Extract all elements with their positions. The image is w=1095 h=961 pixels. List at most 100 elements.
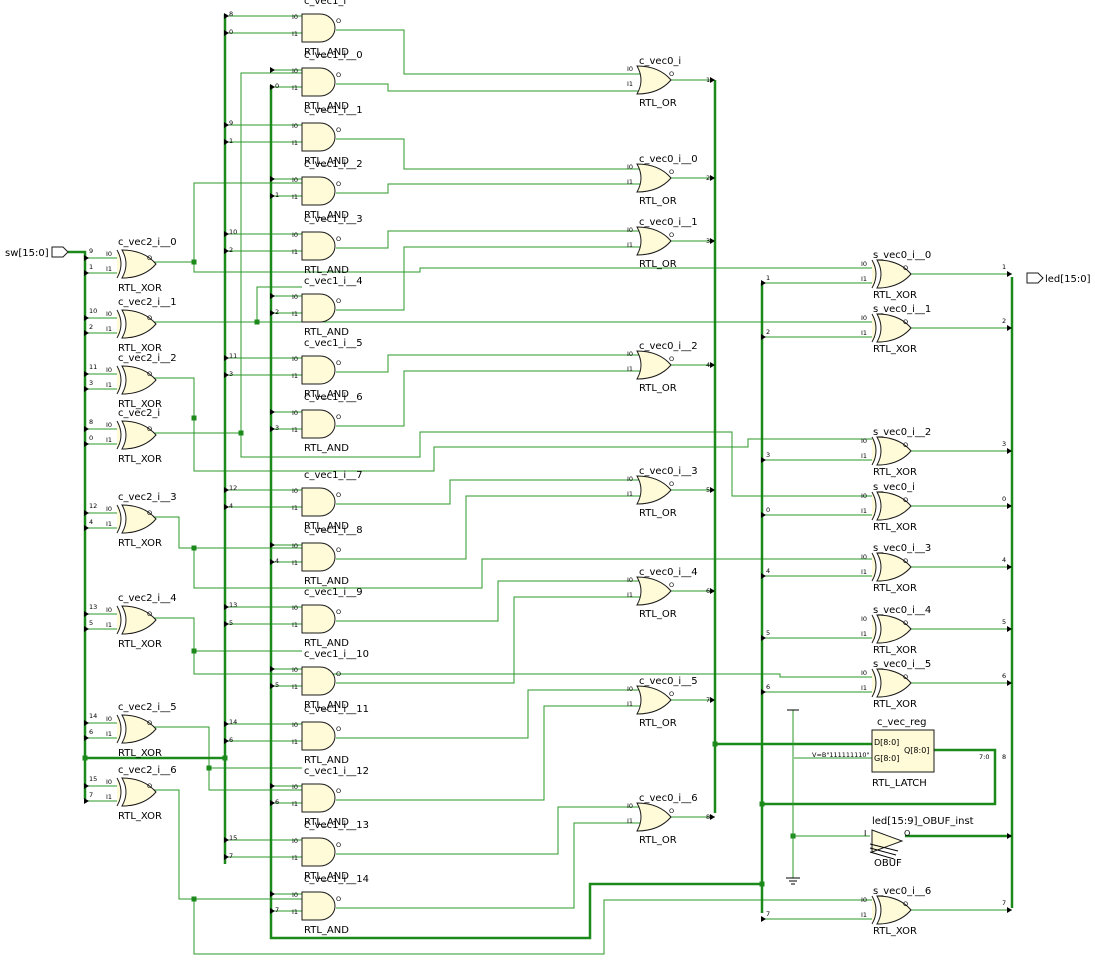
bus-bit-a: 14 <box>229 718 237 726</box>
pin-i0: I0 <box>292 13 298 21</box>
input-port-sw[interactable]: sw[15:0] <box>5 246 69 259</box>
pin-o: O <box>336 71 341 79</box>
pin-i1: I1 <box>292 193 298 201</box>
pin-i1: I1 <box>861 507 867 515</box>
obuf-i-pin: I <box>864 829 866 838</box>
gate-name: s_vec0_i__1 <box>873 304 931 315</box>
bus-bit-in: 0 <box>766 506 770 514</box>
pin-o: O <box>147 314 152 322</box>
gate-type: RTL_AND <box>304 265 349 276</box>
pin-i0: I0 <box>627 685 633 693</box>
pin-i1: I1 <box>292 248 298 256</box>
gate-type: RTL_AND <box>304 101 349 112</box>
bus-bit-in: 2 <box>766 328 770 336</box>
pin-i1: I1 <box>106 793 112 801</box>
pin-i0: I0 <box>292 355 298 363</box>
bus-bit-b: 2 <box>89 323 93 331</box>
gate-type: RTL_OR <box>639 98 677 109</box>
output-port-led[interactable]: led[15:0] <box>1026 272 1091 285</box>
pin-i1: I1 <box>106 325 112 333</box>
pin-o: O <box>336 359 341 367</box>
pin-i0: I0 <box>627 475 633 483</box>
obuf-type: OBUF <box>874 858 902 869</box>
gate-type: RTL_XOR <box>873 467 917 478</box>
gate-type: RTL_AND <box>304 443 349 454</box>
pin-i0: I0 <box>292 891 298 899</box>
pin-o: O <box>147 370 152 378</box>
latch-c-vec-reg[interactable]: c_vec_reg D[8:0] G[8:0] Q[8:0] RTL_LATCH… <box>812 717 1006 789</box>
gate-type: RTL_XOR <box>118 399 162 410</box>
bus-bit-b: 1 <box>229 137 233 145</box>
bus-bit-in: 5 <box>766 629 770 637</box>
pin-o: O <box>336 725 341 733</box>
gate-name: c_vec0_i__1 <box>639 217 698 228</box>
obuf-led-15-9[interactable]: led[15:9]_OBUF_inst I O OBUF <box>864 816 974 869</box>
bus-bit: 7 <box>706 696 710 704</box>
pin-i1: I1 <box>292 139 298 147</box>
gate-name: c_vec0_i__6 <box>639 793 698 804</box>
pin-o: O <box>336 491 341 499</box>
gate-name: c_vec1_i__10 <box>304 649 369 660</box>
pin-o: O <box>903 441 908 449</box>
pin-o: O <box>669 231 674 239</box>
latch-bit: 8 <box>1002 753 1006 761</box>
ground-symbol <box>786 709 800 885</box>
gate-name: c_vec2_i__5 <box>118 702 177 713</box>
bus-bit-out: 6 <box>1002 672 1006 680</box>
pin-i1: I1 <box>292 908 298 916</box>
gate-name: c_vec2_i <box>118 408 160 419</box>
pin-i1: I1 <box>292 683 298 691</box>
bus-bit-b: 0 <box>89 434 93 442</box>
latch-type: RTL_LATCH <box>872 778 927 789</box>
pin-o: O <box>669 480 674 488</box>
bus-bit-out: 4 <box>1002 556 1006 564</box>
pin-i1: I1 <box>106 730 112 738</box>
pin-o: O <box>669 690 674 698</box>
pin-i1: I1 <box>861 630 867 638</box>
pin-i0: I0 <box>292 542 298 550</box>
gate-name: c_vec0_i__0 <box>639 154 698 165</box>
pin-i1: I1 <box>627 365 633 373</box>
pin-o: O <box>336 608 341 616</box>
